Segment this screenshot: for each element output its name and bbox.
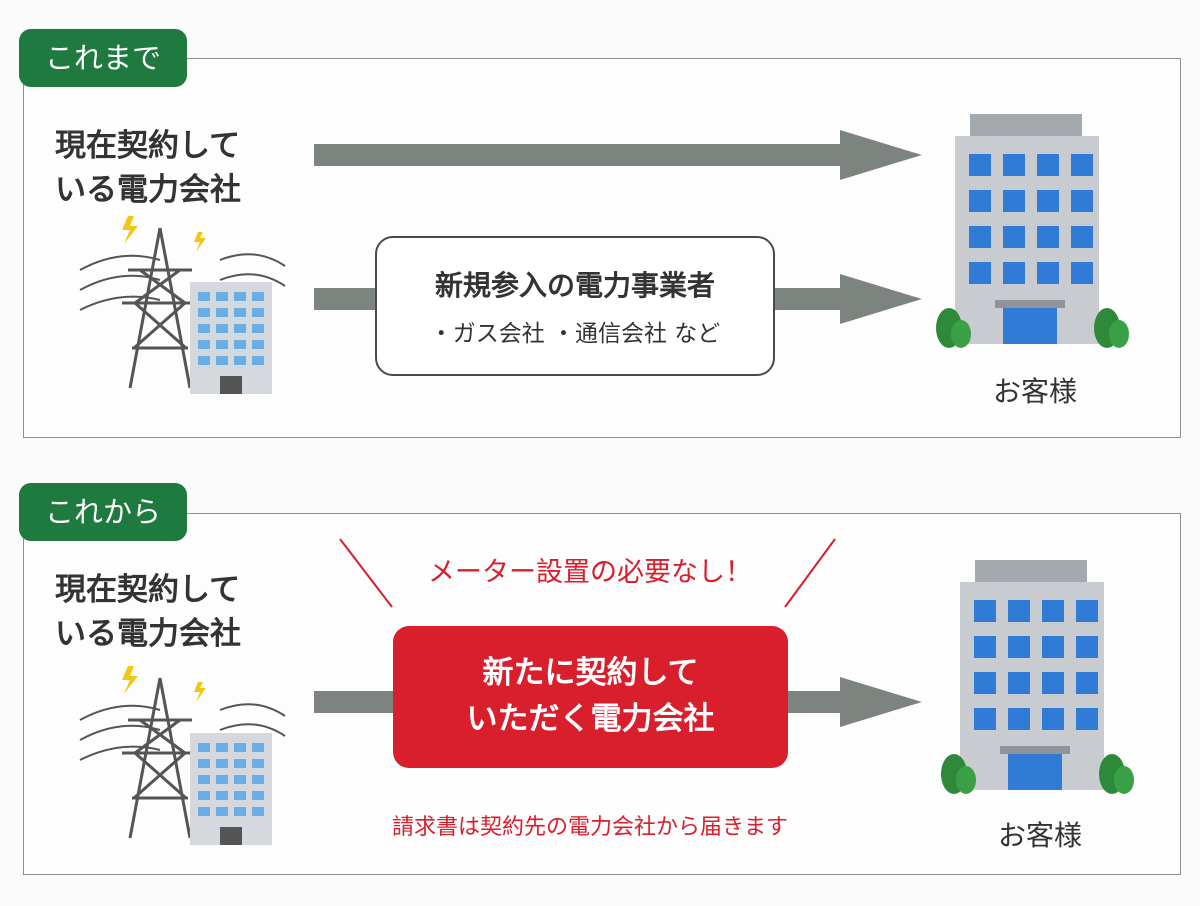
no-meter-note: メーター設置の必要なし！ <box>428 557 752 588</box>
new-contract-line-1: 新たに契約して <box>482 655 699 691</box>
after-arrow <box>314 677 922 727</box>
new-entrant-bubble: 新規参入の電力事業者 ・ガス会社 ・通信会社 など <box>375 236 775 376</box>
after-source-label: 現在契約して いる電力会社 <box>55 568 295 656</box>
before-arrow-direct <box>314 130 922 180</box>
pylon-icon <box>79 216 286 389</box>
after-source-line-2: いる電力会社 <box>55 616 241 652</box>
lightning-icon <box>122 216 138 244</box>
small-building-icon <box>190 733 272 845</box>
office-building-icon <box>936 114 1129 348</box>
after-customer-label: お客様 <box>997 819 1082 852</box>
new-contract-line-2: いただく電力会社 <box>466 701 715 737</box>
new-contract-box: 新たに契約して いただく電力会社 <box>393 626 788 768</box>
new-entrant-examples: ・ガス会社 ・通信会社 など <box>429 321 721 347</box>
office-building-icon <box>941 560 1134 794</box>
before-source-label: 現在契約して いる電力会社 <box>55 124 295 212</box>
before-source-line-1: 現在契約して <box>55 128 241 164</box>
before-arrow-new <box>314 274 922 324</box>
after-tag: これから <box>19 483 188 541</box>
after-source-line-1: 現在契約して <box>55 572 241 608</box>
pylon-icon <box>79 666 286 839</box>
new-entrant-title: 新規参入の電力事業者 <box>434 269 715 302</box>
before-customer-label: お客様 <box>992 375 1077 408</box>
before-tag: これまで <box>19 29 188 87</box>
lightning-icon <box>122 666 138 694</box>
emphasis-lines <box>339 538 836 608</box>
before-source-line-2: いる電力会社 <box>55 172 241 208</box>
billing-note: 請求書は契約先の電力会社から届きます <box>391 815 788 840</box>
small-building-icon <box>190 282 272 394</box>
